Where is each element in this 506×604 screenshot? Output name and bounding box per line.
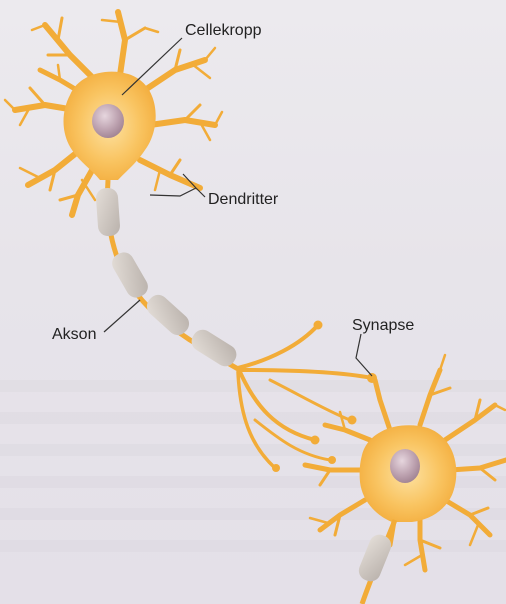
myelin-segment — [108, 249, 151, 302]
label-axon: Akson — [52, 326, 96, 343]
myelin-segment — [143, 291, 193, 339]
axon — [95, 180, 240, 370]
axon-leader — [104, 300, 140, 332]
label-cell-body: Cellekropp — [185, 22, 262, 39]
upper-nucleus — [92, 104, 124, 138]
label-dendrites: Dendritter — [208, 191, 279, 208]
lower-nucleus — [390, 449, 420, 483]
synapse-leader — [356, 334, 372, 376]
myelin-segment — [356, 532, 394, 585]
label-synapse: Synapse — [352, 317, 414, 334]
myelin-segment — [95, 187, 120, 236]
axon-terminals — [238, 325, 372, 468]
synaptic-knobs — [272, 321, 377, 473]
